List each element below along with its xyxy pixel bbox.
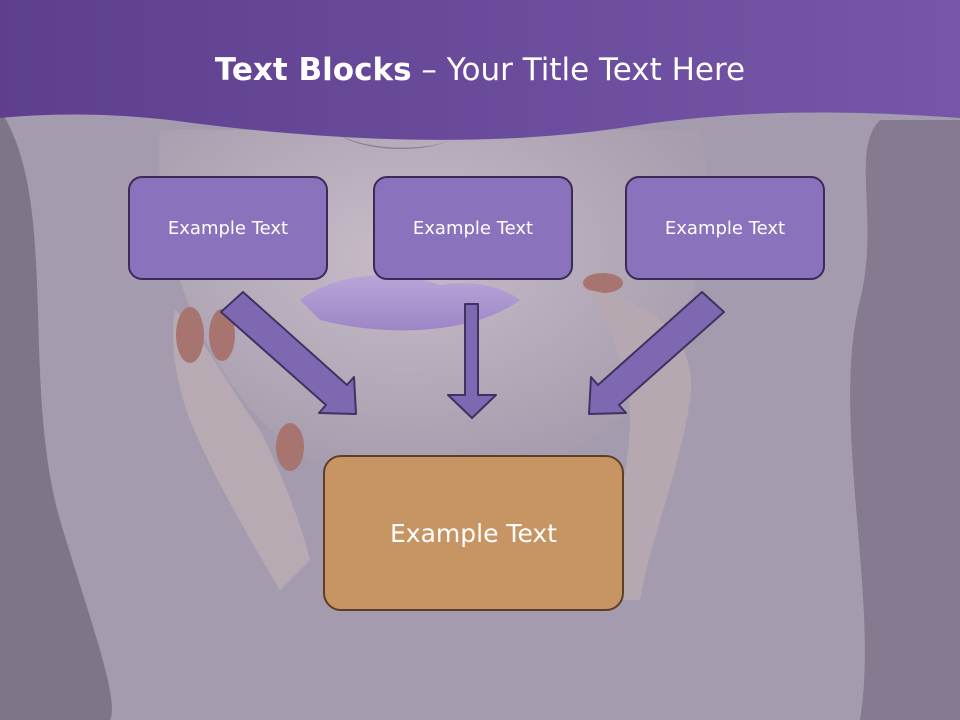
- page-title: Text Blocks – Your Title Text Here: [0, 52, 960, 88]
- title-rest: – Your Title Text Here: [411, 52, 746, 88]
- example-text-box-right[interactable]: Example Text: [625, 176, 825, 280]
- title-bold: Text Blocks: [214, 52, 412, 88]
- arrow-right-to-bottom: [588, 291, 725, 415]
- example-text-box-center[interactable]: Example Text: [373, 176, 573, 280]
- arrow-left-to-bottom: [220, 291, 357, 415]
- example-text-box-bottom[interactable]: Example Text: [323, 455, 624, 611]
- arrow-center-to-bottom: [447, 303, 497, 419]
- example-text-box-left[interactable]: Example Text: [128, 176, 328, 280]
